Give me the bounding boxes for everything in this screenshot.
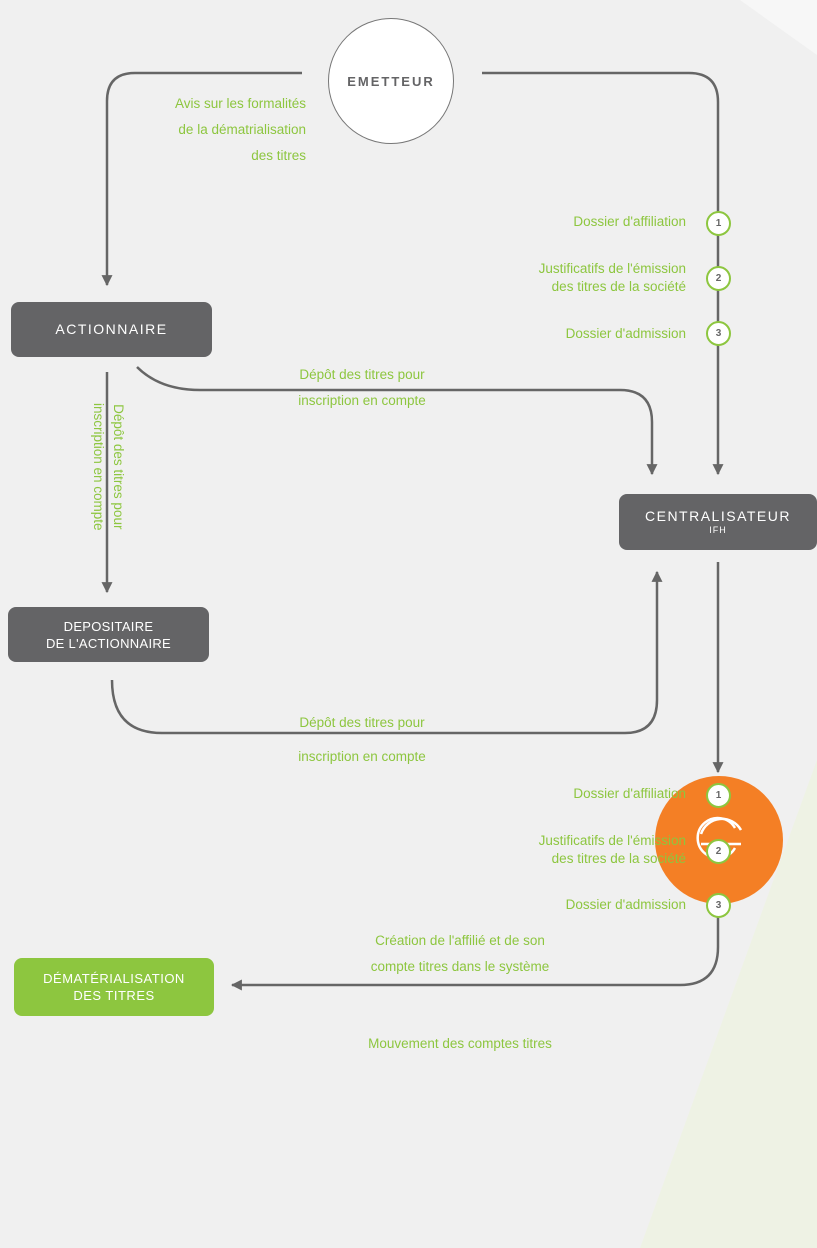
step-number: 3 — [715, 328, 722, 339]
mouvement-label: Mouvement des comptes titres — [340, 1031, 580, 1057]
centralisateur-node: CENTRALISATEUR IFH — [619, 494, 817, 550]
creation-line: Création de l'affilié et de son — [375, 933, 545, 948]
depositaire-line2: DE L'ACTIONNAIRE — [45, 635, 172, 651]
depot-line: inscription en compte — [91, 403, 106, 531]
arrow-actionnaire-centralisateur — [136, 366, 658, 476]
step-text-line: Justificatifs de l'émission — [538, 833, 686, 848]
arrow-emetteur-actionnaire — [101, 71, 302, 287]
step-top-1-badge: 1 — [706, 211, 731, 236]
step-text-line: Dossier d'affiliation — [573, 214, 686, 229]
step-bottom-3-badge: 3 — [706, 893, 731, 918]
depot-line: Dépôt des titres pour — [299, 367, 425, 382]
step-text-line: Dossier d'admission — [565, 897, 686, 912]
arrow-logo-dematerialisation — [230, 900, 720, 991]
creation-label: Création de l'affilié et de son compte t… — [340, 928, 580, 980]
depot-bottom-label: Dépôt des titres pour inscription en com… — [240, 706, 484, 774]
step-bottom-1-badge: 1 — [706, 783, 731, 808]
step-top-2-text: Justificatifs de l'émission des titres d… — [440, 260, 686, 296]
actionnaire-label: ACTIONNAIRE — [55, 321, 168, 337]
emetteur-label: EMETTEUR — [347, 73, 435, 89]
actionnaire-node: ACTIONNAIRE — [11, 302, 212, 357]
creation-line: compte titres dans le système — [370, 959, 550, 974]
dematerialisation-node: DÉMATÉRIALISATION DES TITRES — [14, 958, 214, 1016]
step-top-3-badge: 3 — [706, 321, 731, 346]
mouvement-line: Mouvement des comptes titres — [368, 1036, 552, 1051]
step-text-line: des titres de la société — [551, 851, 686, 866]
depot-line: Dépôt des titres pour — [299, 715, 425, 730]
depositaire-line1: DEPOSITAIRE — [63, 618, 154, 634]
step-text-line: des titres de la société — [551, 279, 686, 294]
step-text-line: Dossier d'admission — [565, 326, 686, 341]
centralisateur-sublabel: IFH — [709, 525, 727, 535]
emetteur-node: EMETTEUR — [328, 18, 454, 144]
step-number: 2 — [715, 846, 722, 857]
depot-line: inscription en compte — [298, 749, 426, 764]
step-bottom-2-text: Justificatifs de l'émission des titres d… — [440, 832, 686, 868]
step-top-1-text: Dossier d'affiliation — [440, 209, 686, 235]
step-number: 1 — [715, 218, 722, 229]
step-bottom-2-badge: 2 — [706, 839, 731, 864]
depot-line: Dépôt des titres pour — [111, 404, 126, 530]
avis-line: des titres — [251, 148, 306, 163]
step-top-2-badge: 2 — [706, 266, 731, 291]
step-bottom-1-text: Dossier d'affiliation — [440, 781, 686, 807]
avis-line: Avis sur les formalités — [174, 96, 306, 111]
step-text-line: Justificatifs de l'émission — [538, 261, 686, 276]
depot-line: inscription en compte — [298, 393, 426, 408]
centralisateur-label: CENTRALISATEUR — [645, 508, 791, 524]
step-text-line: Dossier d'affiliation — [573, 786, 686, 801]
depositaire-node: DEPOSITAIRE DE L'ACTIONNAIRE — [8, 607, 209, 662]
depot-horizontal-label: Dépôt des titres pour inscription en com… — [240, 362, 484, 414]
avis-line: de la dématrialisation — [178, 122, 306, 137]
step-top-3-text: Dossier d'admission — [440, 321, 686, 347]
dematerialisation-line1: DÉMATÉRIALISATION — [43, 971, 185, 986]
step-number: 2 — [715, 273, 722, 284]
depot-vertical-label: Dépôt des titres pour inscription en com… — [88, 403, 128, 531]
step-number: 1 — [715, 790, 722, 801]
step-bottom-3-text: Dossier d'admission — [440, 892, 686, 918]
step-number: 3 — [715, 900, 722, 911]
avis-label: Avis sur les formalités de la dématriali… — [110, 91, 306, 169]
dematerialisation-line2: DES TITRES — [73, 988, 155, 1003]
arrow-depositaire-centralisateur — [110, 570, 663, 735]
arrow-emetteur-centralisateur — [482, 71, 724, 476]
